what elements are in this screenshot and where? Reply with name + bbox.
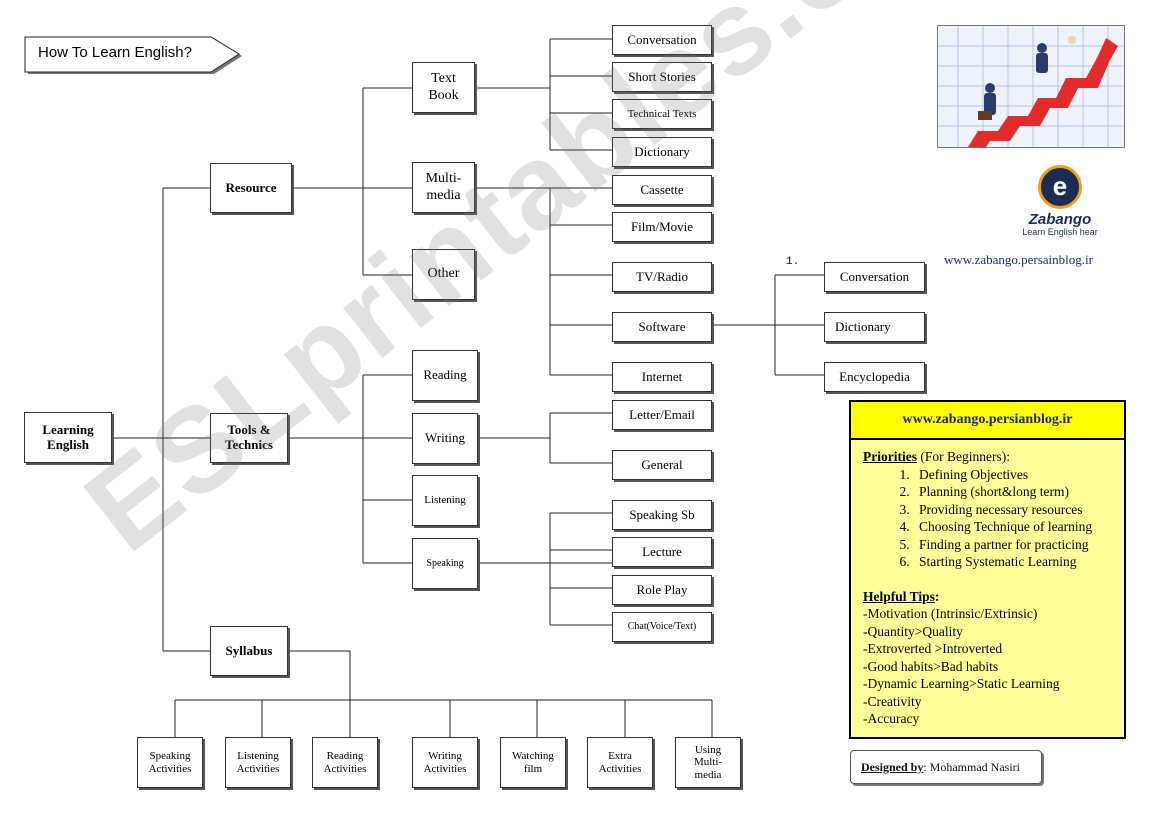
- node-software: Software: [612, 312, 712, 342]
- node-general: General: [612, 450, 712, 480]
- tip-item: -Dynamic Learning>Static Learning: [863, 676, 1060, 691]
- node-software-conversation: Conversation: [824, 262, 925, 292]
- node-text-book: Text Book: [412, 62, 475, 113]
- panel-body: Priorities (For Beginners): Defining Obj…: [851, 440, 1124, 728]
- node-multimedia: Multi- media: [412, 162, 475, 213]
- node-writing-activities: Writing Activities: [412, 737, 478, 788]
- node-film-movie: Film/Movie: [612, 212, 712, 242]
- node-internet: Internet: [612, 362, 712, 392]
- node-writing: Writing: [412, 413, 478, 464]
- tip-item: -Good habits>Bad habits: [863, 658, 999, 674]
- zabango-e-icon: e: [1038, 165, 1082, 209]
- priorities-list: Defining Objectives Planning (short&long…: [863, 466, 1114, 571]
- node-software-encyclopedia: Encyclopedia: [824, 362, 925, 392]
- node-speaking: Speaking: [412, 538, 478, 589]
- node-lecture: Lecture: [612, 537, 712, 567]
- node-reading-activities: Reading Activities: [312, 737, 378, 788]
- priority-item: Choosing Technique of learning: [913, 518, 1114, 536]
- software-list-marker: 1.: [786, 256, 800, 268]
- page-title: How To Learn English?: [38, 44, 192, 61]
- designer-label: Designed by: [861, 759, 924, 774]
- priority-item: Defining Objectives: [913, 466, 1114, 484]
- node-reading: Reading: [412, 350, 478, 401]
- node-conversation: Conversation: [612, 25, 712, 55]
- site-url: www.zabango.persainblog.ir: [944, 252, 1093, 267]
- designer-credit: Designed by: Mohammad Nasiri: [850, 750, 1042, 784]
- tip-item: -Accuracy: [863, 711, 920, 726]
- node-resource: Resource: [210, 163, 292, 213]
- panel-header: www.zabango.persianblog.ir: [851, 402, 1124, 440]
- tips-heading: Helpful Tips:: [863, 588, 940, 604]
- node-software-dictionary: Dictionary: [824, 312, 925, 342]
- node-syllabus: Syllabus: [210, 626, 288, 676]
- tips-list: -Motivation (Intrinsic/Extrinsic) -Quant…: [863, 605, 1114, 728]
- node-chat: Chat(Voice/Text): [612, 612, 712, 642]
- node-short-stories: Short Stories: [612, 62, 712, 92]
- node-role-play: Role Play: [612, 575, 712, 605]
- priority-item: Finding a partner for practicing: [913, 536, 1114, 554]
- stairs-chart-icon: [938, 26, 1124, 147]
- tip-item: -Motivation (Intrinsic/Extrinsic): [863, 606, 1038, 621]
- tip-item: -Quantity>Quality: [863, 623, 963, 639]
- node-listening: Listening: [412, 475, 478, 526]
- node-other: Other: [412, 249, 475, 300]
- priority-item: Providing necessary resources: [913, 501, 1114, 519]
- node-dictionary: Dictionary: [612, 137, 712, 167]
- logo-tagline: Learn English hear: [1022, 227, 1098, 237]
- node-listening-activities: Listening Activities: [225, 737, 291, 788]
- success-stairs-illustration: [937, 25, 1125, 148]
- priorities-heading: Priorities (For Beginners):: [863, 449, 1010, 464]
- node-tv-radio: TV/Radio: [612, 262, 712, 292]
- node-letter-email: Letter/Email: [612, 400, 712, 430]
- priority-item: Starting Systematic Learning: [913, 553, 1114, 571]
- node-speaking-sb: Speaking Sb: [612, 500, 712, 530]
- node-using-multimedia: Using Multi- media: [675, 737, 741, 788]
- tip-item: -Extroverted >Introverted: [863, 641, 1003, 656]
- node-learning-english: Learning English: [24, 412, 112, 463]
- logo-name: Zabango: [1028, 211, 1092, 228]
- node-watching-film: Watching film: [500, 737, 566, 788]
- tips-panel: www.zabango.persianblog.ir Priorities (F…: [849, 400, 1126, 739]
- node-cassette: Cassette: [612, 175, 712, 205]
- zabango-logo: e Zabango Learn English hear: [1010, 165, 1110, 237]
- tip-item: -Creativity: [863, 693, 922, 709]
- connector-syllabus: [288, 650, 351, 700]
- title-arrow-shape: [24, 36, 242, 74]
- node-tools-technics: Tools & Technics: [210, 413, 288, 463]
- designer-name: : Mohammad Nasiri: [923, 759, 1020, 774]
- priority-item: Planning (short&long term): [913, 483, 1114, 501]
- node-speaking-activities: Speaking Activities: [137, 737, 203, 788]
- node-technical-texts: Technical Texts: [612, 99, 712, 129]
- node-extra-activities: Extra Activities: [587, 737, 653, 788]
